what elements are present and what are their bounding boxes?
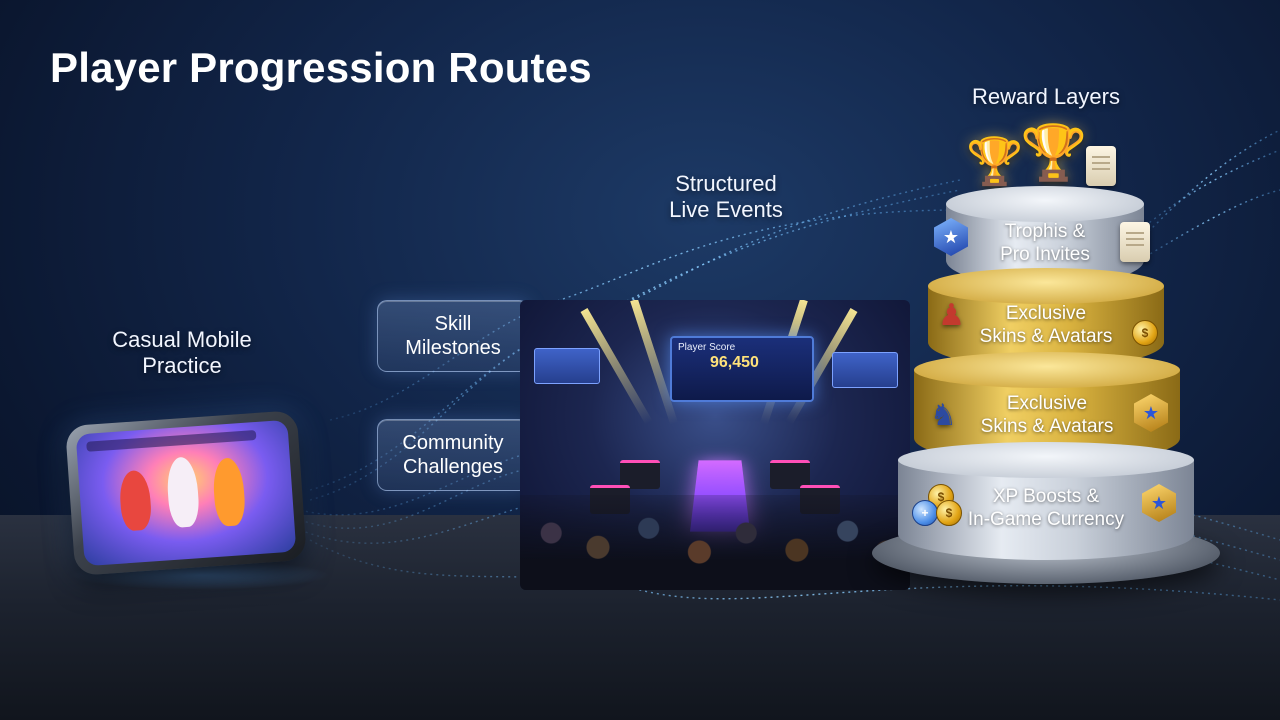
arena-crowd	[520, 495, 910, 590]
scroll-icon	[1086, 146, 1116, 186]
tier-3-top	[914, 352, 1180, 388]
avatar-icon: ♞	[930, 399, 957, 432]
stage-live-events-label: Structured Live Events	[636, 171, 816, 223]
stage-casual-label: Casual Mobile Practice	[92, 327, 272, 379]
tier-1-top	[946, 186, 1144, 222]
tier-4-label: XP Boosts & In-Game Currency	[967, 486, 1125, 530]
avatar-icon: ♟	[938, 299, 965, 332]
player-desk	[620, 460, 660, 489]
tier-1-label: Trophis & Pro Invites	[1000, 221, 1090, 265]
phone-illustration	[65, 410, 307, 576]
phone-game-screen	[75, 419, 297, 567]
game-hud-bar	[86, 429, 257, 452]
tier-4-top	[898, 442, 1194, 478]
game-character-red	[118, 469, 153, 532]
player-desk	[770, 460, 810, 489]
page-title: Player Progression Routes	[50, 44, 592, 91]
side-screen-right	[832, 352, 898, 388]
arena-scoreboard: Player Score 96,450	[670, 336, 814, 402]
scroll-icon	[1120, 222, 1150, 262]
stage-casual-text: Casual Mobile Practice	[112, 327, 252, 378]
pathway-skill-milestones: Skill Milestones	[377, 300, 529, 372]
stage-reward-layers-label: Reward Layers	[972, 84, 1120, 109]
pathway-skill-label: Skill Milestones	[405, 313, 501, 359]
game-character-white	[165, 456, 201, 529]
trophy-icon: 🏆	[966, 135, 1024, 187]
tier-3-label: Exclusive Skins & Avatars	[980, 393, 1114, 437]
tier-2-top	[928, 268, 1164, 304]
scoreboard-value: 96,450	[710, 354, 759, 371]
coin-icon: +	[912, 500, 938, 526]
scoreboard-title: Player Score	[678, 342, 736, 353]
esports-arena-illustration: Player Score 96,450	[520, 300, 910, 590]
stage-live-events-text: Structured Live Events	[669, 171, 783, 222]
pathway-community-challenges: Community Challenges	[377, 419, 529, 491]
trophy-icon: 🏆	[1020, 123, 1088, 183]
coin-icon: $	[936, 500, 962, 526]
star-badge-icon: ★	[934, 218, 968, 256]
game-character-orange	[211, 457, 247, 527]
side-screen-left	[534, 348, 600, 384]
coin-icon: $	[1132, 320, 1158, 346]
pathway-community-label: Community Challenges	[402, 432, 504, 478]
tier-2-label: Exclusive Skins & Avatars	[979, 303, 1113, 347]
